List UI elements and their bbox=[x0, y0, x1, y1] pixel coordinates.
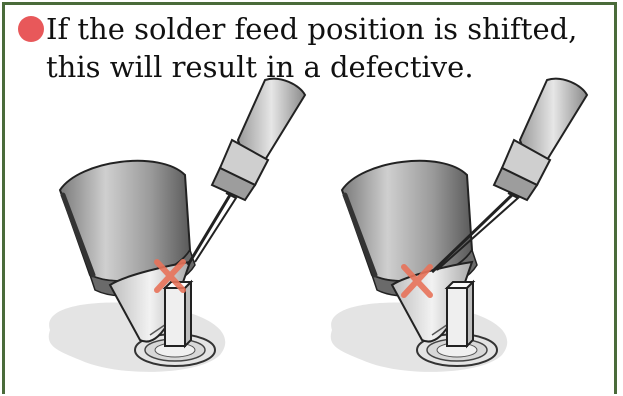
right-soldering-illustration bbox=[331, 79, 587, 372]
left-soldering-illustration bbox=[49, 79, 305, 372]
